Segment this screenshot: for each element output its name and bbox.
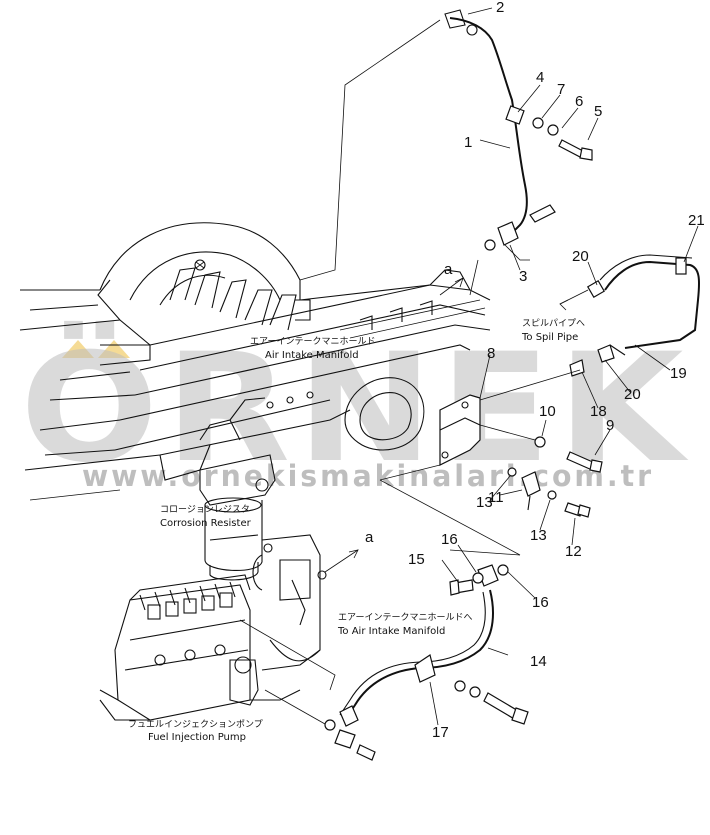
part-16-washer-b [497,564,509,576]
caption-air-intake-en: Air Intake Manifold [265,350,359,361]
part-8-bracket [379,369,581,556]
part-7-washer [532,117,544,129]
caption-fuel-pump-en: Fuel Injection Pump [148,732,246,743]
callout-12: 12 [565,543,582,560]
caption-corrosion-jp: コロージョンレジスタ [160,504,250,515]
callout-21: 21 [688,212,705,229]
callout-13-a: 13 [476,494,493,511]
callout-10: 10 [539,403,556,420]
watermark-url: www.ornekismakinalari.com.tr [82,459,654,493]
part-11-banjo [521,471,541,511]
caption-air-intake-jp: エアーインテークマニホールド [250,336,375,347]
corrosion-resister-drawing [199,454,276,581]
ref-a-top: a [444,261,453,278]
callout-1: 1 [464,134,472,151]
part-9-bolt [566,451,603,473]
callout-17: 17 [432,724,449,741]
callout-16-b: 16 [532,594,549,611]
callout-14: 14 [530,653,547,670]
callout-4: 4 [536,69,544,86]
callout-8: 8 [487,345,495,362]
part-1-pipe [444,9,556,251]
part-5-bolt [558,139,593,161]
callout-7: 7 [557,81,565,98]
callout-18: 18 [590,403,607,420]
watermark-word: ÖRNEK [20,320,690,496]
part-14-hose [339,564,499,727]
part-6-washer [547,124,559,136]
part-17-clamp-bolt [454,680,529,725]
fuel-injection-pump-drawing [99,534,327,721]
part-12-bolt [564,502,591,518]
callout-20-a: 20 [572,248,589,265]
caption-corrosion-en: Corrosion Resister [160,518,252,529]
pump-banjo-fitting [239,619,376,761]
part-15-bolt [449,579,474,596]
leader-lines [429,7,699,726]
part-19-spill-hose [559,254,700,377]
caption-to-air-intake-jp: エアーインテークマニホールドへ [338,612,472,623]
callout-19: 19 [670,365,687,382]
captions: エアーインテークマニホールド Air Intake Manifold コロージョ… [128,318,585,743]
callout-5: 5 [594,103,602,120]
callout-2: 2 [496,0,504,16]
watermark-accent-right [98,340,130,358]
watermark: ÖRNEK www.ornekismakinalari.com.tr [20,320,690,496]
callout-13-b: 13 [530,527,547,544]
caption-to-air-intake-en: To Air Intake Manifold [337,626,445,637]
part-13-washer-a [507,467,517,477]
part-13-washer-b [547,490,557,500]
callout-6: 6 [575,93,583,110]
caption-spill-jp: スピルパイプへ [522,318,585,329]
callout-9: 9 [606,417,614,434]
callout-15: 15 [408,551,425,568]
callout-numbers: 1 2 3 4 5 6 7 8 9 10 11 12 13 13 14 15 1… [365,0,705,741]
caption-spill-en: To Spil Pipe [521,332,578,343]
caption-fuel-pump-jp: フュエルインジェクションポンプ [128,719,263,730]
ref-a-mid: a [365,529,374,546]
callout-3: 3 [519,268,527,285]
watermark-accent-left [62,340,94,358]
callout-11: 11 [488,489,504,506]
part-16-washer-a [472,572,484,584]
callout-16-a: 16 [441,531,458,548]
part-10-washer [534,436,546,448]
callout-20-b: 20 [624,386,641,403]
